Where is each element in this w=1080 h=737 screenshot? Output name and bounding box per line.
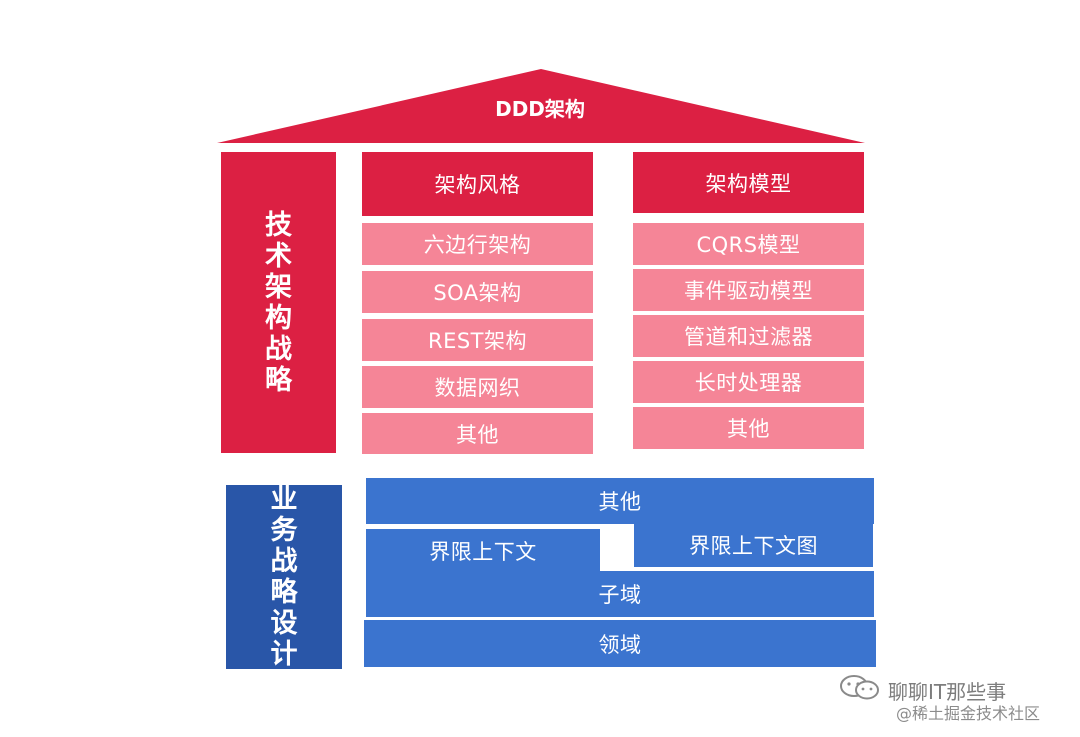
business-label-char: 设 <box>270 608 298 639</box>
architecture-style-item: 六边行架构 <box>362 223 593 265</box>
business-label-char: 务 <box>270 515 298 546</box>
tech-label-char: 战 <box>265 333 292 365</box>
architecture-model-item: 事件驱动模型 <box>633 269 864 311</box>
tech-strategy-label: 技 术 架 构 战 略 <box>221 152 336 453</box>
business-other-layer: 其他 <box>366 478 874 524</box>
bounded-context-box: 界限上下文 <box>366 529 600 572</box>
tech-label-char: 构 <box>265 302 292 334</box>
architecture-style-item: 数据网织 <box>362 366 593 408</box>
tech-label-char: 架 <box>265 271 292 303</box>
watermark-account-name: 聊聊IT那些事 <box>888 680 1007 704</box>
tech-label-char: 略 <box>265 364 292 396</box>
architecture-model-item: 其他 <box>633 407 864 449</box>
business-label-char: 业 <box>270 484 298 515</box>
architecture-style-header: 架构风格 <box>362 152 593 216</box>
tech-label-char: 术 <box>265 240 292 272</box>
business-label-char: 略 <box>270 577 298 608</box>
subdomain-layer: 子域 <box>366 571 874 617</box>
architecture-model-item: CQRS模型 <box>633 223 864 265</box>
architecture-model-header: 架构模型 <box>633 152 864 213</box>
business-label-char: 战 <box>270 546 298 577</box>
architecture-style-item: SOA架构 <box>362 271 593 313</box>
business-strategy-label: 业 务 战 略 设 计 <box>226 484 342 670</box>
architecture-style-item: REST架构 <box>362 319 593 361</box>
architecture-model-item: 长时处理器 <box>633 361 864 403</box>
architecture-model-item: 管道和过滤器 <box>633 315 864 357</box>
watermark-community: @稀土掘金技术社区 <box>896 704 1041 723</box>
domain-layer: 领域 <box>364 620 876 667</box>
tech-label-char: 技 <box>265 209 292 241</box>
architecture-style-item: 其他 <box>362 413 593 454</box>
wechat-icon <box>840 675 879 700</box>
context-map-box: 界限上下文图 <box>634 522 873 567</box>
roof-title: DDD架构 <box>495 96 585 121</box>
roof-triangle <box>217 69 865 143</box>
business-label-char: 计 <box>270 639 298 670</box>
